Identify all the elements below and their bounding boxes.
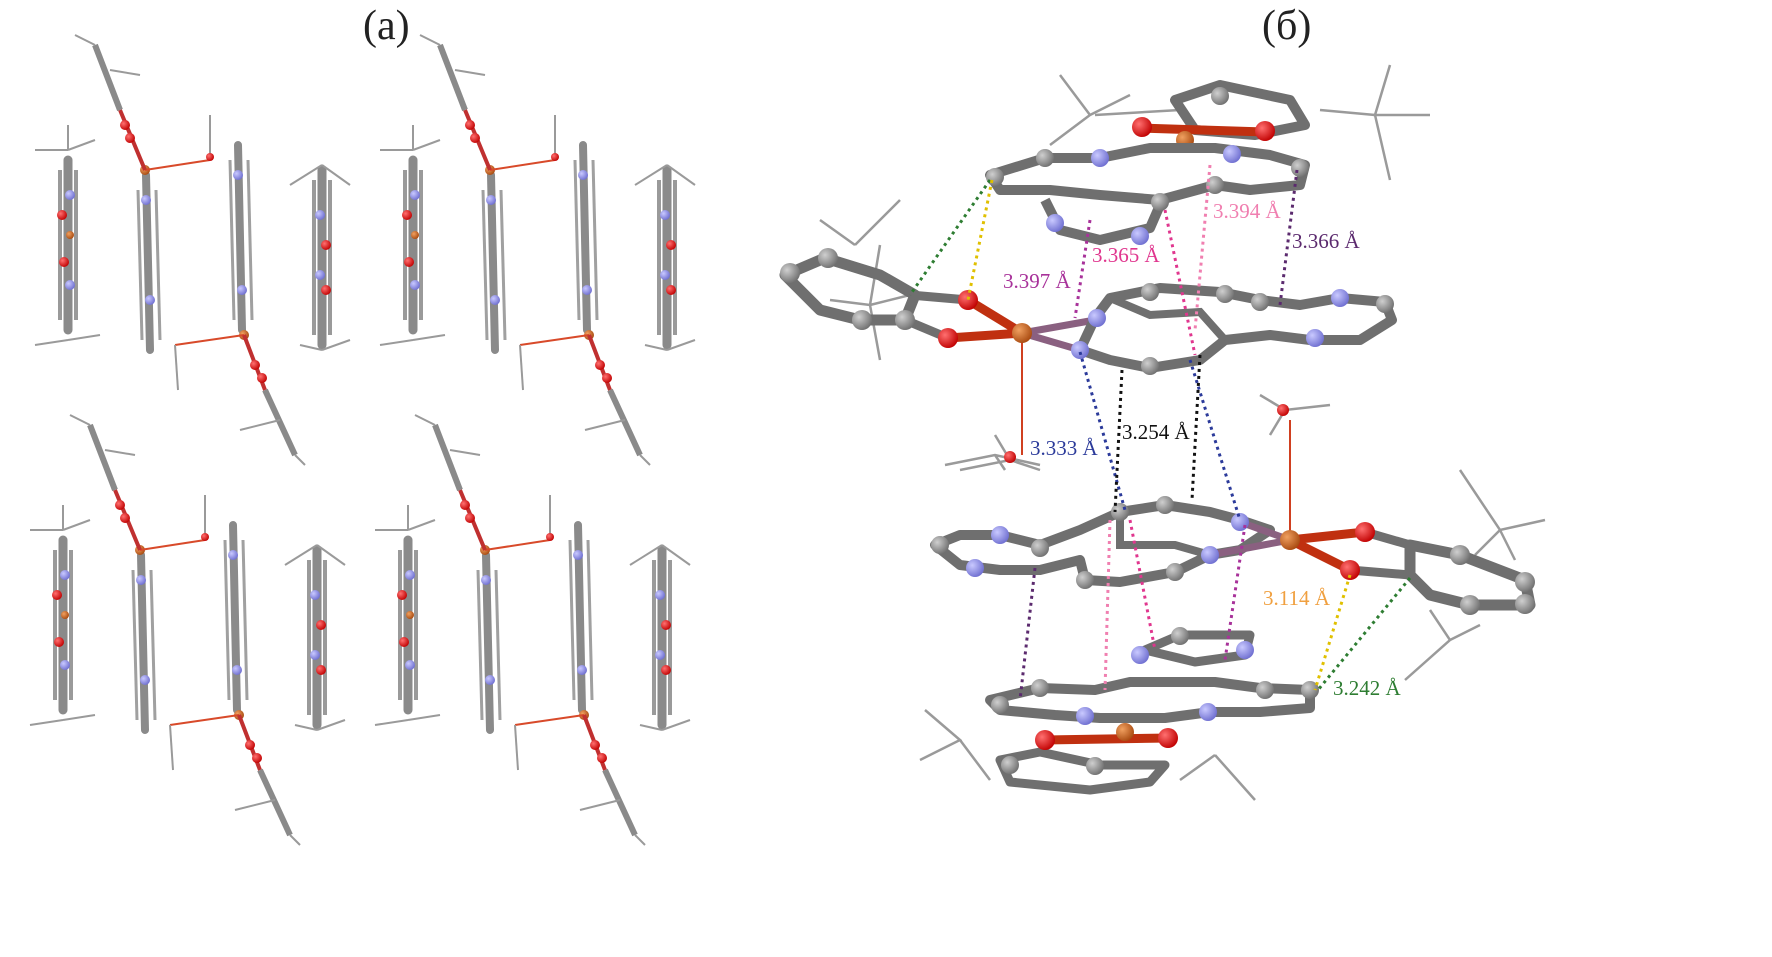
packing-block bbox=[30, 415, 345, 845]
panel-a-label: (a) bbox=[363, 3, 410, 49]
contact-label: 3.366 Å bbox=[1292, 229, 1361, 253]
upper-middle-complex bbox=[779, 248, 1397, 471]
contact-label: 3.333 Å bbox=[1030, 436, 1099, 460]
contact-label: 3.242 Å bbox=[1333, 676, 1402, 700]
contact-line bbox=[1128, 519, 1157, 651]
contact-label: 3.365 Å bbox=[1092, 243, 1161, 267]
contact-line bbox=[1316, 577, 1412, 691]
contact-line bbox=[1113, 369, 1124, 513]
contact-line bbox=[1190, 354, 1202, 501]
packing-block bbox=[380, 35, 695, 465]
contact-label: 3.254 Å bbox=[1122, 420, 1191, 444]
contact-line bbox=[1313, 574, 1352, 691]
distance-labels: 3.394 Å 3.366 Å 3.365 Å 3.397 Å 3.333 Å … bbox=[1003, 199, 1402, 700]
contact-line bbox=[966, 179, 994, 301]
contact-line bbox=[1163, 209, 1197, 356]
contact-line bbox=[1103, 519, 1112, 691]
contact-line bbox=[1223, 524, 1247, 661]
packing-diagram bbox=[30, 35, 695, 845]
stacking-diagram: 3.394 Å 3.366 Å 3.365 Å 3.397 Å 3.333 Å … bbox=[779, 64, 1546, 801]
contact-line bbox=[1278, 169, 1299, 306]
contact-label: 3.394 Å bbox=[1213, 199, 1282, 223]
contact-line bbox=[1073, 219, 1092, 319]
contact-label: 3.397 Å bbox=[1003, 269, 1072, 293]
stacked-ligand-column bbox=[74, 34, 306, 466]
bottom-complex bbox=[985, 627, 1319, 795]
lower-middle-complex bbox=[930, 404, 1536, 615]
edge-on-complex bbox=[34, 125, 101, 346]
contact-line bbox=[1078, 351, 1127, 511]
contact-line bbox=[908, 179, 992, 296]
contact-label: 3.114 Å bbox=[1263, 586, 1331, 610]
packing-block bbox=[375, 415, 690, 845]
packing-block bbox=[34, 34, 351, 466]
panel-b-label: (б) bbox=[1262, 3, 1312, 49]
top-complex bbox=[985, 80, 1310, 245]
contact-line bbox=[1018, 567, 1037, 701]
edge-on-complex bbox=[289, 164, 351, 351]
contact-lines bbox=[908, 164, 1412, 701]
